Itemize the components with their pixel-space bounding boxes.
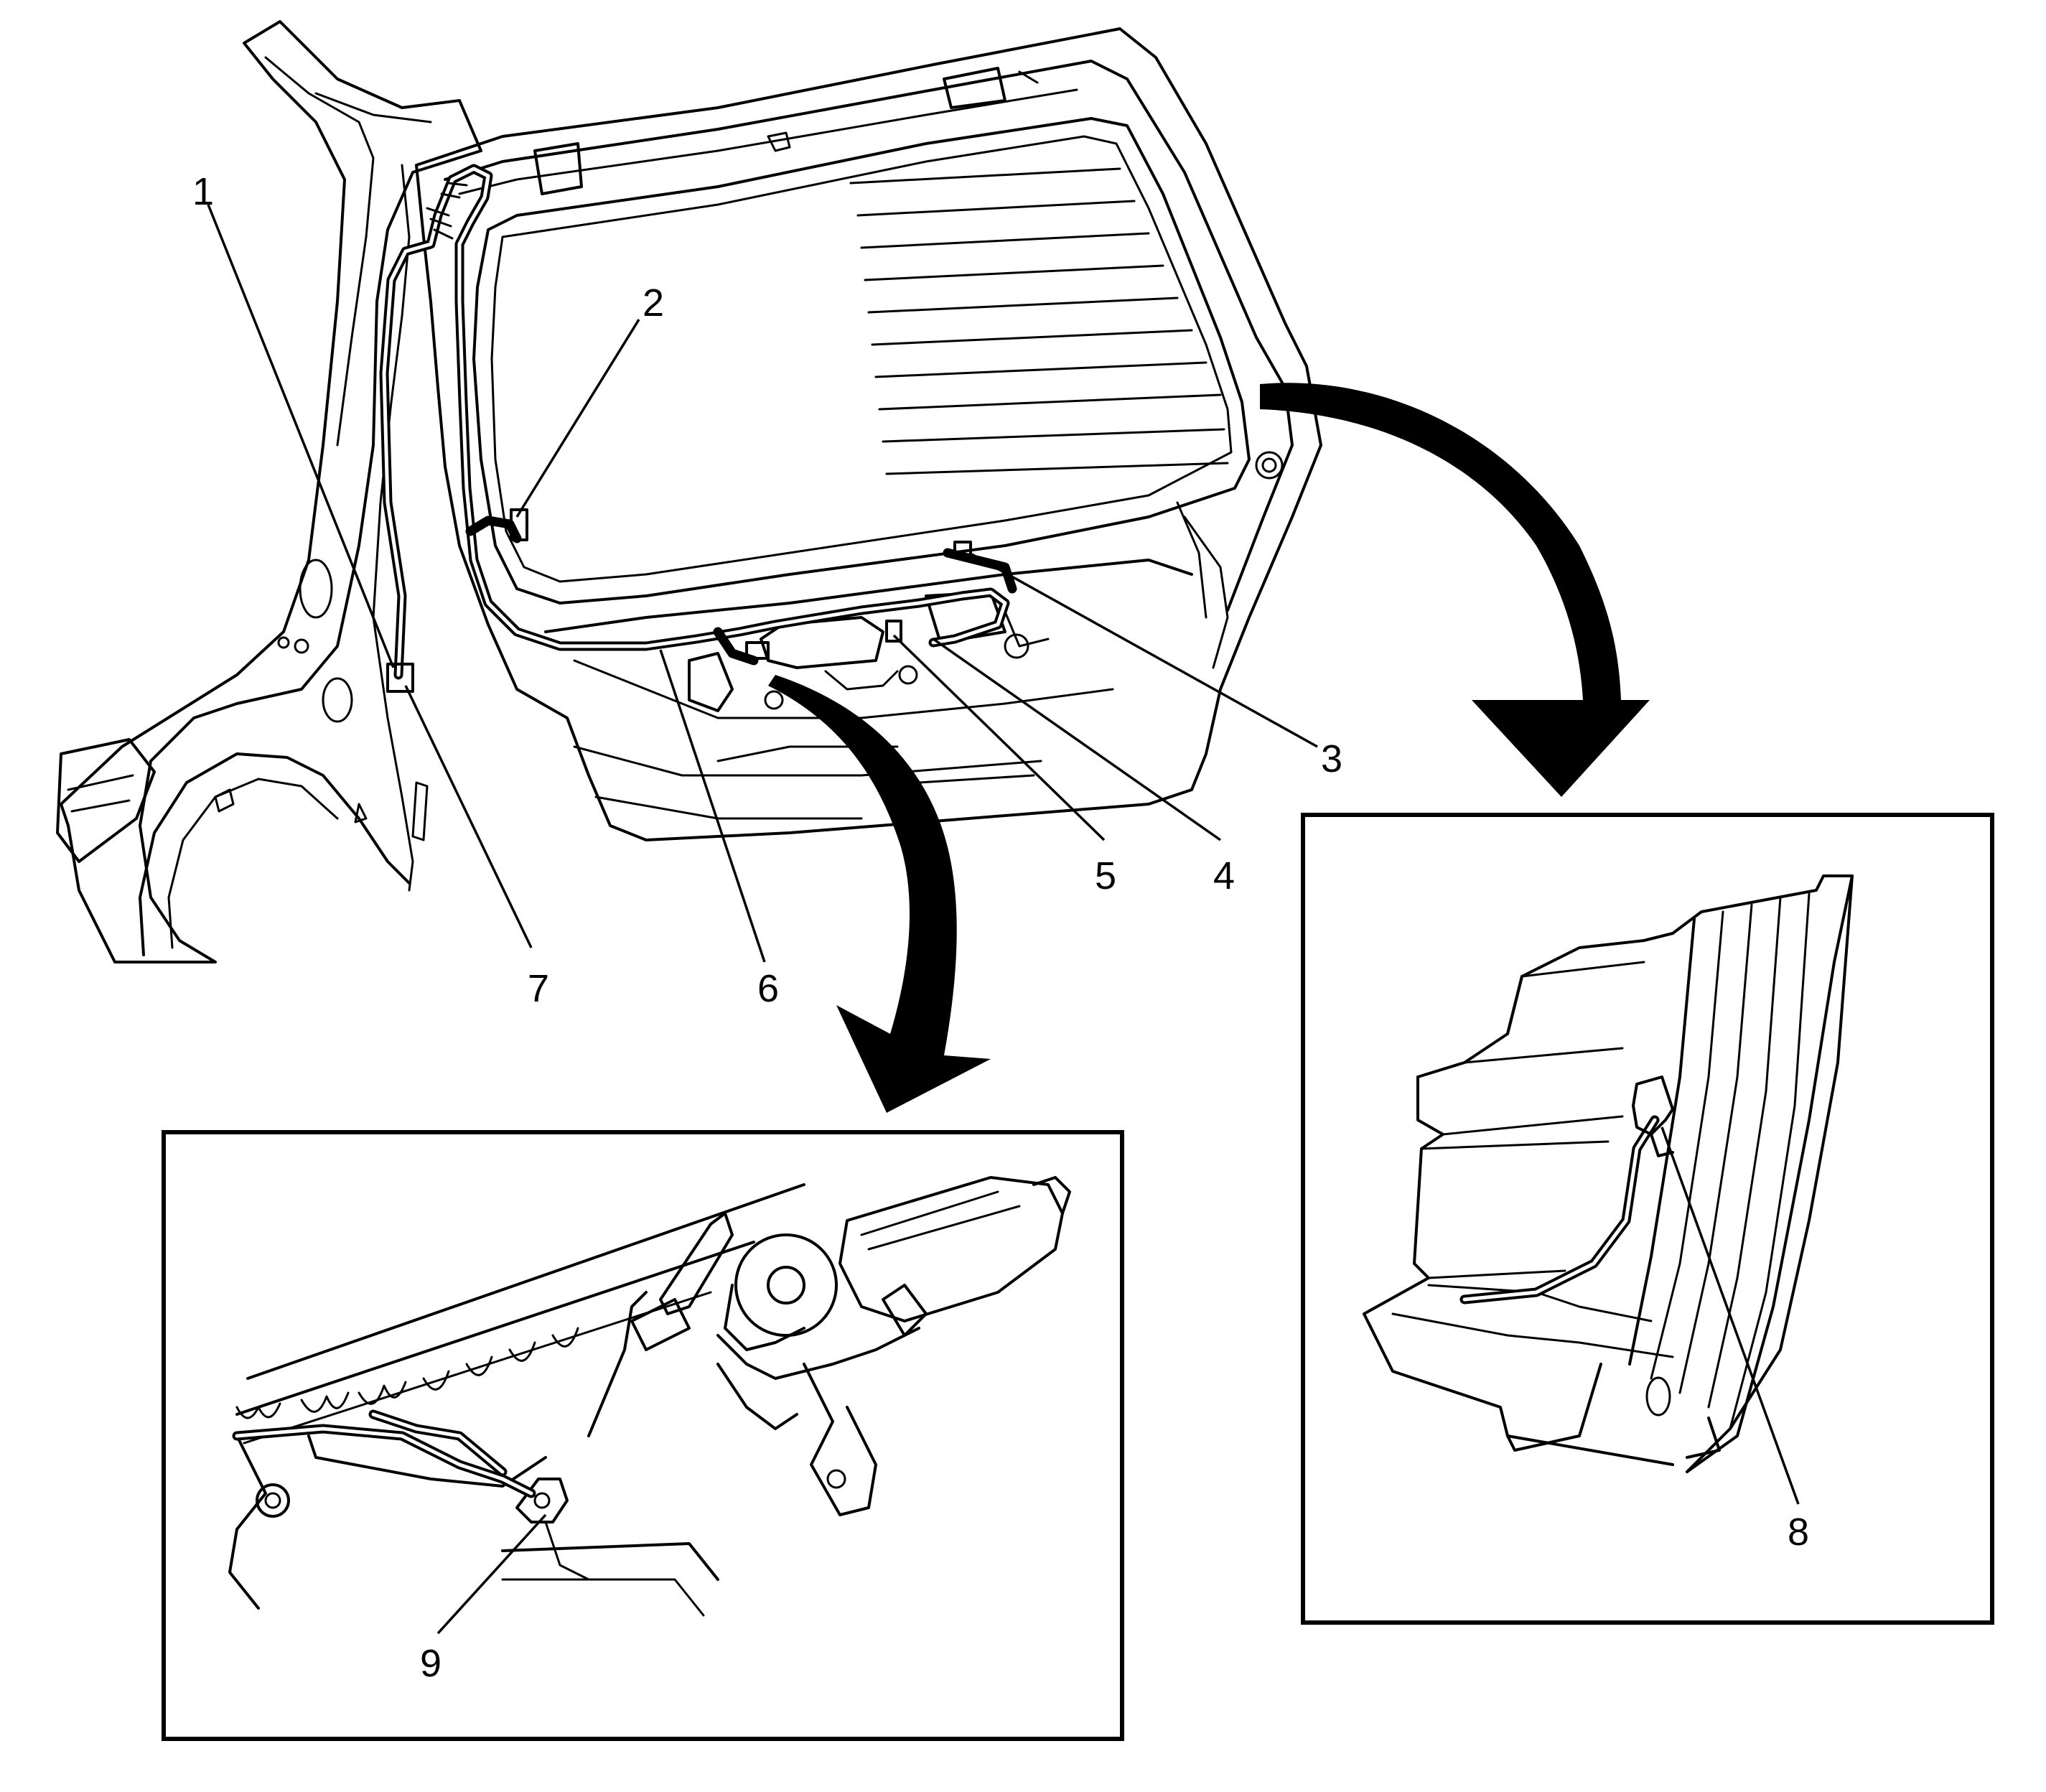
wiper-motor	[630, 1176, 1071, 1516]
callout-7: 7	[528, 967, 549, 1010]
right-inset-frame	[1301, 813, 1994, 1625]
callout-8: 8	[1788, 1511, 1809, 1554]
right-detail-inset: 8	[1301, 813, 1994, 1625]
liftgate	[415, 27, 1322, 841]
wiring-harness	[379, 164, 1017, 693]
callout-3: 3	[1321, 737, 1342, 780]
right-detail-arrow	[1260, 383, 1650, 797]
callout-6: 6	[757, 967, 779, 1010]
left-detail-arrow	[768, 675, 991, 1113]
left-detail-inset: 9	[162, 1130, 1124, 1741]
vehicle-rear-body	[56, 20, 482, 963]
left-inset-frame	[162, 1130, 1124, 1741]
callout-labels: 1 2 3 4 5 6 7	[192, 170, 1342, 1010]
callout-9: 9	[420, 1642, 442, 1685]
callout-1: 1	[192, 170, 214, 213]
weatherstrip	[235, 1327, 579, 1419]
detail-arrows	[768, 383, 1650, 1113]
callout-2: 2	[643, 281, 664, 325]
defroster-grid	[849, 167, 1229, 475]
callout-5: 5	[1095, 854, 1116, 897]
callout-4: 4	[1213, 854, 1235, 897]
leader-lines	[207, 204, 1318, 963]
